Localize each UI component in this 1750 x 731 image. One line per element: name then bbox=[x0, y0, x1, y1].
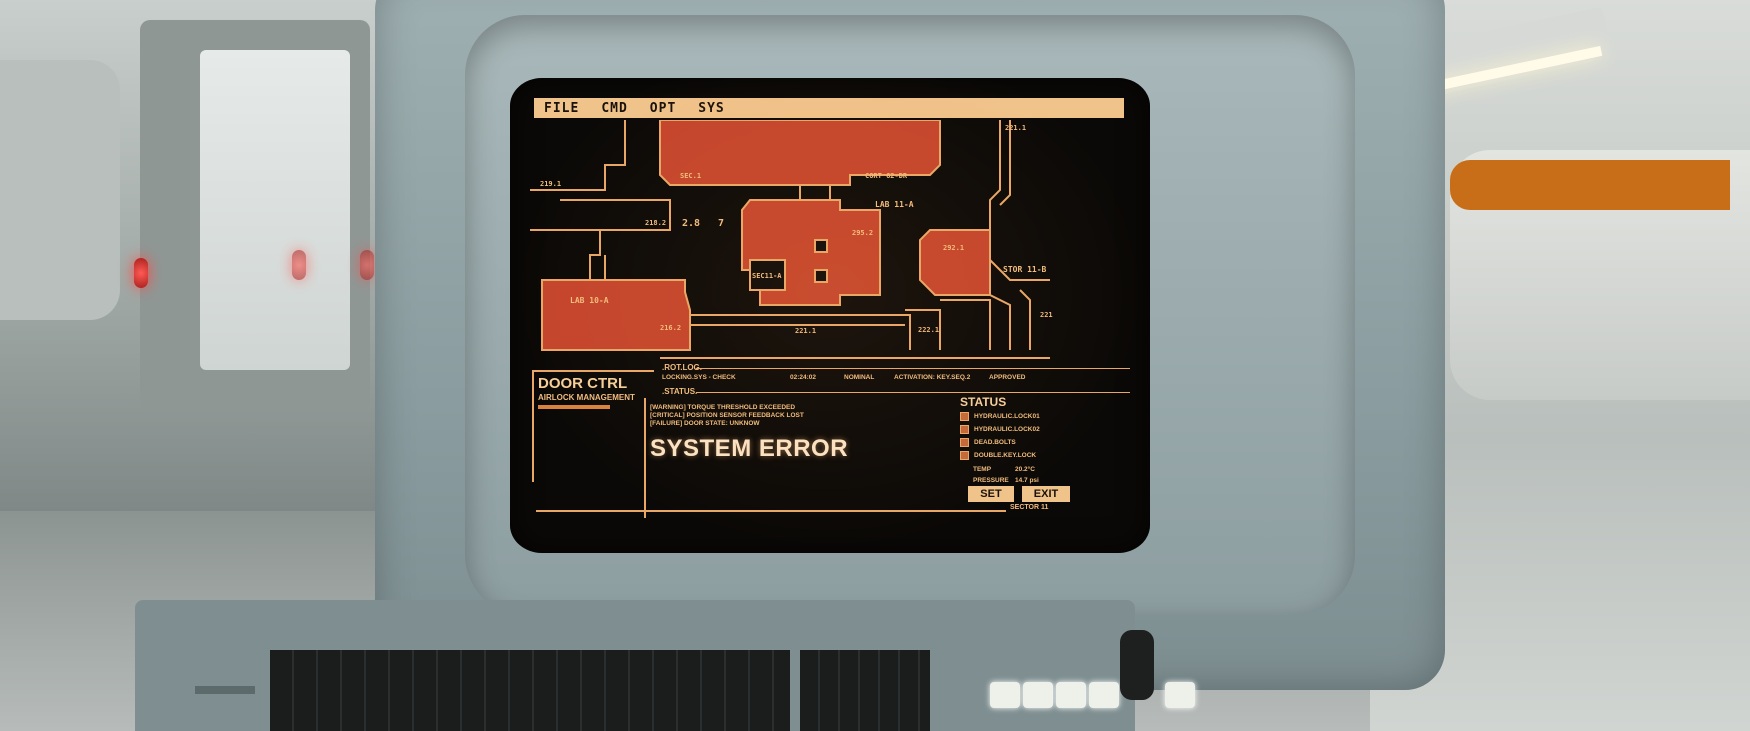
wall bbox=[530, 120, 626, 191]
status-checkbox[interactable] bbox=[960, 411, 969, 421]
status-checkbox[interactable] bbox=[960, 424, 969, 434]
status-panel-title: STATUS bbox=[960, 395, 1007, 409]
label-292: 292.1 bbox=[943, 244, 964, 252]
label-221top: 221.1 bbox=[1005, 124, 1026, 132]
label-221: 221.1 bbox=[795, 327, 816, 335]
temp-value: 20.2°C bbox=[1015, 466, 1035, 473]
label-222: 222.1 bbox=[918, 326, 939, 334]
keypad[interactable] bbox=[800, 650, 930, 731]
red-indicator-light bbox=[360, 250, 374, 280]
lit-key[interactable] bbox=[1089, 682, 1119, 708]
bottom-rule bbox=[536, 510, 1006, 512]
label-sec: SEC.1 bbox=[680, 172, 701, 180]
wall bbox=[989, 259, 1050, 281]
background-door bbox=[140, 20, 370, 410]
wall bbox=[989, 294, 1011, 350]
pressure-readout: PRESSURE 14.7 psi bbox=[973, 477, 1039, 484]
label-lab10: LAB 10-A bbox=[570, 296, 609, 305]
label-295: 295.2 bbox=[852, 229, 873, 237]
lit-key[interactable] bbox=[1023, 682, 1053, 708]
divider bbox=[696, 368, 1130, 369]
wall bbox=[999, 120, 1011, 206]
status-item-hydraulic-lock01: HYDRAULIC.LOCK01 bbox=[960, 411, 1040, 421]
status-item-hydraulic-lock02: HYDRAULIC.LOCK02 bbox=[960, 424, 1040, 434]
crt-screen: FILE CMD OPT SYS bbox=[510, 78, 1150, 553]
menu-sys[interactable]: SYS bbox=[698, 100, 725, 116]
wall bbox=[589, 230, 601, 280]
divider bbox=[644, 398, 646, 518]
label-216: 216.2 bbox=[660, 324, 681, 332]
wall bbox=[940, 299, 991, 350]
red-indicator-light bbox=[134, 258, 148, 288]
label-stor: STOR 11-B bbox=[1003, 265, 1047, 274]
wall bbox=[989, 120, 1001, 230]
left-wall-panel bbox=[0, 60, 120, 320]
wall bbox=[1019, 289, 1031, 350]
log-time: 02:24:02 bbox=[790, 374, 817, 381]
label-number: 2.8 bbox=[682, 218, 700, 229]
log-activation: ACTIVATION: KEY.SEQ.2 bbox=[894, 374, 971, 381]
sector-label: SECTOR 11 bbox=[1010, 504, 1049, 511]
log-state: NOMINAL bbox=[844, 374, 875, 381]
log-event: LOCKING.SYS - CHECK bbox=[662, 374, 736, 381]
keyboard-keys[interactable] bbox=[270, 650, 790, 731]
status-checkbox[interactable] bbox=[960, 450, 969, 460]
room-sec11a bbox=[749, 259, 786, 291]
system-error-title: SYSTEM ERROR bbox=[650, 435, 849, 462]
joystick[interactable] bbox=[1120, 630, 1154, 700]
label-218: 218.2 bbox=[645, 219, 666, 227]
status-checkbox[interactable] bbox=[960, 437, 969, 447]
label-219: 219.1 bbox=[540, 180, 561, 188]
orange-band bbox=[1450, 160, 1730, 210]
wall bbox=[690, 314, 911, 350]
menu-cmd[interactable]: CMD bbox=[601, 100, 628, 116]
wall bbox=[905, 309, 941, 350]
menu-opt[interactable]: OPT bbox=[649, 100, 677, 116]
label-corridor: CORT 62-DR bbox=[865, 172, 908, 180]
temp-readout: TEMP 20.2°C bbox=[973, 466, 1035, 473]
status-item-dead-bolts: DEAD.BOLTS bbox=[960, 437, 1016, 447]
door-ctrl-bar bbox=[538, 405, 610, 409]
room-lab-10a bbox=[541, 279, 691, 351]
warning-line: [FAILURE] DOOR STATE: UNKNOW bbox=[650, 420, 760, 427]
temp-label: TEMP bbox=[973, 466, 992, 473]
exit-button[interactable]: EXIT bbox=[1022, 486, 1070, 502]
label-sec11: SEC11-A bbox=[752, 272, 782, 280]
label-number: 7 bbox=[718, 218, 724, 229]
lit-key[interactable] bbox=[1056, 682, 1086, 708]
lit-key[interactable] bbox=[1165, 682, 1195, 708]
door-ctrl-subtitle: AIRLOCK MANAGEMENT bbox=[538, 393, 635, 402]
menu-bar: FILE CMD OPT SYS bbox=[534, 98, 1124, 118]
status-header: .STATUS. bbox=[662, 387, 698, 396]
floor-plan-map: CORT 62-DR SEC.1 219.1 218.2 2.8 7 LAB 1… bbox=[530, 120, 1053, 359]
door-window bbox=[200, 50, 350, 370]
room-cell bbox=[814, 269, 828, 283]
rot-log-header: .ROT.LOG. bbox=[662, 363, 702, 372]
log-row: LOCKING.SYS - CHECK 02:24:02 NOMINAL ACT… bbox=[662, 374, 1112, 384]
warning-line: [WARNING] TORQUE THRESHOLD EXCEEDED bbox=[650, 404, 796, 411]
door-ctrl-title: DOOR CTRL bbox=[538, 375, 628, 392]
pressure-label: PRESSURE bbox=[973, 477, 1009, 484]
menu-file[interactable]: FILE bbox=[544, 100, 580, 116]
door-ctrl-frame bbox=[532, 370, 654, 482]
divider bbox=[696, 392, 1130, 393]
keyboard-label-strip bbox=[195, 686, 255, 694]
background-machine bbox=[1450, 150, 1750, 400]
room-292 bbox=[919, 229, 991, 296]
set-button[interactable]: SET bbox=[968, 486, 1014, 502]
keyboard bbox=[135, 600, 1195, 731]
status-item-double-key-lock: DOUBLE.KEY.LOCK bbox=[960, 450, 1036, 460]
label-221r: 221 bbox=[1040, 311, 1053, 319]
room-cell bbox=[814, 239, 828, 253]
log-result: APPROVED bbox=[989, 374, 1026, 381]
red-indicator-light bbox=[292, 250, 306, 280]
lit-key[interactable] bbox=[990, 682, 1020, 708]
pressure-value: 14.7 psi bbox=[1015, 477, 1039, 484]
warning-line: [CRITICAL] POSITION SENSOR FEEDBACK LOST bbox=[650, 412, 804, 419]
room-corridor-62dr bbox=[659, 120, 941, 186]
label-lab11: LAB 11-A bbox=[875, 200, 914, 209]
